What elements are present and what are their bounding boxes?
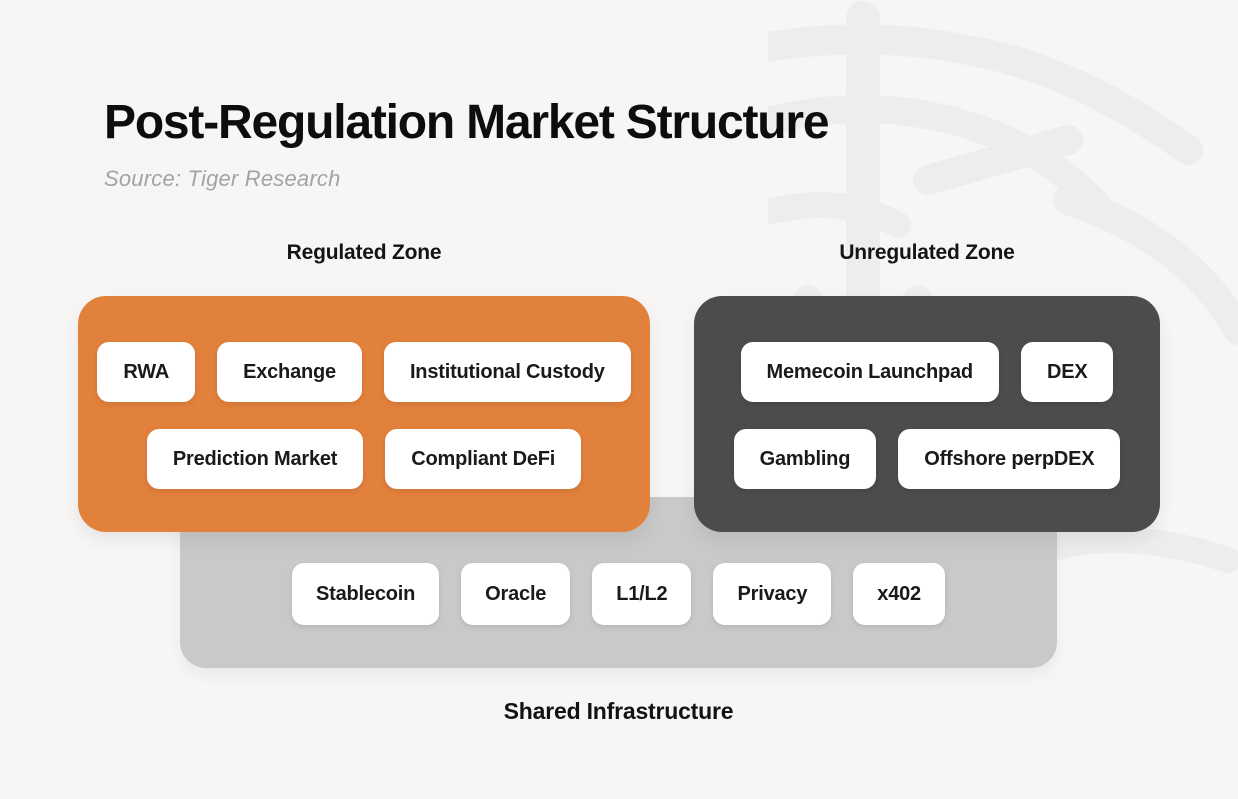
pill-prediction-market: Prediction Market bbox=[146, 429, 364, 489]
pill-l1-l2: L1/L2 bbox=[592, 563, 692, 625]
pill-dex: DEX bbox=[1020, 342, 1114, 402]
shared-infrastructure-box: Stablecoin Oracle L1/L2 Privacy x402 bbox=[180, 497, 1057, 668]
shared-infrastructure-label: Shared Infrastructure bbox=[503, 698, 734, 724]
unregulated-zone-box: Memecoin Launchpad DEX Gambling Offshore… bbox=[694, 296, 1160, 532]
pill-compliant-defi: Compliant DeFi bbox=[385, 429, 582, 489]
regulated-zone-box: RWA Exchange Institutional Custody Predi… bbox=[78, 296, 650, 532]
unregulated-pill-row-1: Memecoin Launchpad DEX bbox=[740, 342, 1114, 402]
regulated-pill-row-2: Prediction Market Compliant DeFi bbox=[146, 429, 582, 489]
pill-institutional-custody: Institutional Custody bbox=[383, 342, 631, 402]
pill-x402: x402 bbox=[853, 563, 945, 625]
shared-pill-row: Stablecoin Oracle L1/L2 Privacy x402 bbox=[292, 563, 945, 625]
pill-memecoin-launchpad: Memecoin Launchpad bbox=[740, 342, 999, 402]
source-caption: Source: Tiger Research bbox=[104, 166, 341, 191]
pill-privacy: Privacy bbox=[713, 563, 832, 625]
pill-rwa: RWA bbox=[97, 342, 196, 402]
page-title: Post-Regulation Market Structure bbox=[104, 96, 830, 149]
pill-stablecoin: Stablecoin bbox=[292, 563, 440, 625]
regulated-pill-row-1: RWA Exchange Institutional Custody bbox=[97, 342, 631, 402]
pill-gambling: Gambling bbox=[733, 429, 877, 489]
unregulated-pill-row-2: Gambling Offshore perpDEX bbox=[733, 429, 1121, 489]
pill-oracle: Oracle bbox=[461, 563, 571, 625]
unregulated-zone-label: Unregulated Zone bbox=[839, 241, 1015, 264]
pill-exchange: Exchange bbox=[217, 342, 362, 402]
pill-offshore-perpdex: Offshore perpDEX bbox=[898, 429, 1121, 489]
regulated-zone-label: Regulated Zone bbox=[286, 241, 442, 264]
